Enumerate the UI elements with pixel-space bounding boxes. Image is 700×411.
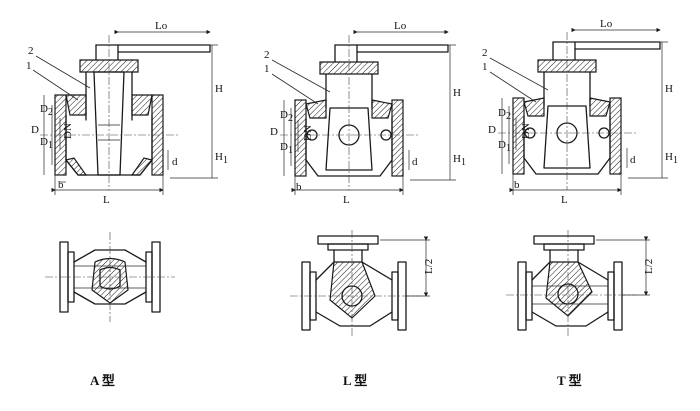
label-b: b	[296, 181, 302, 193]
plug-section	[545, 261, 593, 317]
body-wall-left-top	[523, 97, 545, 117]
label-small-d: d	[172, 156, 178, 168]
view-l-section: Lo H H1 D D1 D2 DN d b L 2 1	[264, 20, 466, 206]
flange-right	[391, 99, 404, 177]
leader-part-2	[35, 55, 91, 89]
stem-top	[334, 44, 358, 63]
plug	[543, 105, 591, 169]
stem-top	[552, 41, 576, 61]
leader-part-1	[32, 69, 79, 101]
label-h: H	[453, 87, 461, 99]
label-d2: D2	[498, 107, 511, 122]
flange-right	[609, 97, 622, 175]
label-d1: D1	[498, 139, 511, 154]
label-d: D	[270, 126, 278, 138]
handle-lever	[552, 41, 661, 50]
flange-left	[512, 97, 525, 175]
label-h: H	[665, 83, 673, 95]
label-l-half: L/2	[643, 259, 655, 274]
label-d: D	[31, 124, 39, 136]
label-lo: Lo	[394, 20, 407, 32]
label-dn: DN	[520, 123, 532, 139]
view-l-plan: L/2	[290, 230, 435, 338]
label-small-d: d	[630, 154, 636, 166]
neck-right	[607, 271, 615, 321]
flange-top	[317, 235, 379, 245]
label-l-half: L/2	[423, 259, 435, 274]
label-dn: DN	[62, 123, 74, 139]
label-d2: D2	[40, 103, 53, 118]
flange-right	[613, 261, 623, 331]
label-d: D	[488, 124, 496, 136]
body-wall-right-top	[131, 94, 153, 116]
leader-part-1	[271, 73, 319, 105]
plug-section	[329, 261, 376, 319]
view-a-section: Lo H H1 D D1 D2 DN d b L 2 1	[26, 20, 228, 206]
plug	[325, 107, 373, 171]
port-left	[306, 129, 318, 141]
body-wall-left-top	[65, 94, 87, 116]
label-small-d: d	[412, 156, 418, 168]
view-t-section: Lo H H1 D D1 D2 DN d b L 2 1	[482, 18, 678, 206]
body-wall-left-bottom	[64, 157, 88, 176]
label-l: L	[561, 194, 568, 206]
handle-lever	[334, 44, 449, 53]
label-d1: D1	[40, 136, 53, 151]
label-lo: Lo	[600, 18, 613, 30]
label-part-1: 1	[482, 61, 488, 73]
handle-lever	[95, 44, 211, 53]
view-t-plan: L/2	[506, 230, 655, 338]
view-a-plan	[45, 232, 175, 322]
label-h1: H1	[665, 151, 678, 166]
leader-part-2	[489, 57, 549, 91]
label-b: b	[514, 179, 520, 191]
label-part-2: 2	[482, 47, 488, 59]
flange-left	[294, 99, 307, 177]
body-wall-right-top	[589, 97, 611, 117]
label-b: b	[58, 179, 64, 191]
label-part-2: 2	[264, 49, 270, 61]
flange-left	[517, 261, 527, 331]
label-lo: Lo	[155, 20, 168, 32]
body-wall-left-top	[305, 99, 327, 119]
label-part-2: 2	[28, 45, 34, 57]
caption-type-t: T 型	[557, 373, 582, 388]
label-l: L	[343, 194, 350, 206]
body-wall-right-top	[371, 99, 393, 119]
label-h: H	[215, 83, 223, 95]
label-h1: H1	[215, 151, 228, 166]
neck-top	[543, 243, 585, 251]
caption-type-l: L 型	[343, 373, 368, 388]
flange-top	[533, 235, 595, 245]
body-wall-right-bottom	[130, 157, 154, 176]
label-part-1: 1	[26, 60, 32, 72]
leader-part-2	[271, 59, 331, 93]
caption-type-a: A 型	[90, 373, 115, 388]
label-l: L	[103, 194, 110, 206]
leader-part-1	[489, 71, 537, 103]
port-left	[524, 127, 536, 139]
stem-top	[95, 44, 119, 61]
label-h1: H1	[453, 153, 466, 168]
label-d2: D2	[280, 109, 293, 124]
label-dn: DN	[302, 125, 314, 141]
neck-left	[525, 271, 533, 321]
neck-top	[327, 243, 369, 251]
label-d1: D1	[280, 141, 293, 156]
label-part-1: 1	[264, 63, 270, 75]
